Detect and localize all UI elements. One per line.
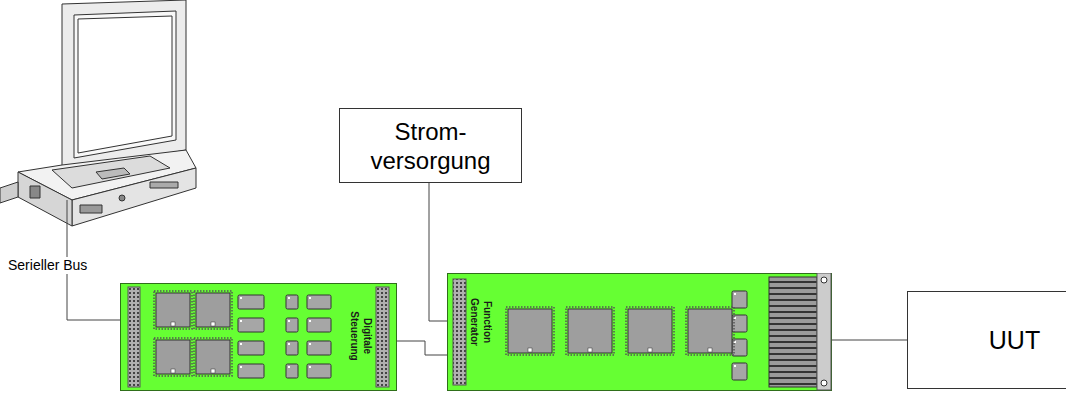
chip-notch (171, 369, 175, 373)
chip-notch (211, 322, 215, 326)
pin-header (128, 287, 140, 387)
panel-screw (821, 380, 827, 386)
small-chip (238, 364, 264, 378)
chip-pins (506, 307, 554, 355)
plcc-chip (628, 309, 672, 353)
box-label: UUT (945, 325, 1040, 355)
bus-label: Serieller Bus (6, 257, 89, 274)
small-chip (307, 341, 331, 355)
chip-notch (648, 348, 652, 352)
uut-box: UUT (907, 291, 1066, 389)
chip-pins (566, 307, 614, 355)
function-generator-board: Function Generator (447, 273, 832, 391)
plcc-chip (688, 309, 732, 353)
board-label: Function Generator (468, 289, 494, 355)
wire-connector (397, 341, 447, 355)
small-chip (732, 363, 747, 380)
chip-pins (194, 291, 232, 329)
wire-connector (832, 340, 907, 341)
box-label: Strom- versorgung (348, 117, 513, 175)
small-chip (286, 364, 298, 378)
power-supply-box: Strom- versorgung (339, 108, 522, 183)
small-chip (307, 318, 331, 332)
small-chip (286, 341, 298, 355)
chip-mark (734, 365, 736, 367)
chip-notch (588, 348, 592, 352)
chip-pins (686, 307, 734, 355)
chip-mark (288, 366, 290, 368)
chip-mark (309, 297, 311, 299)
chip-mark (240, 366, 242, 368)
chip-notch (528, 348, 532, 352)
edge-connector (769, 277, 817, 387)
wire-connector (429, 183, 447, 321)
chip-mark (309, 343, 311, 345)
small-chip (286, 295, 298, 309)
small-chip (238, 341, 264, 355)
small-chip (307, 295, 331, 309)
board-label: Digitale Steuerung (348, 303, 374, 369)
plcc-chip (508, 309, 552, 353)
chip-mark (309, 320, 311, 322)
chip-mark (288, 320, 290, 322)
chip-mark (288, 297, 290, 299)
front-panel (817, 273, 831, 390)
chip-mark (240, 320, 242, 322)
pin-header (376, 287, 389, 387)
panel-screw (821, 277, 827, 283)
small-chip (732, 291, 747, 308)
chip-mark (734, 293, 736, 295)
plcc-chip (196, 293, 230, 327)
chip-mark (288, 343, 290, 345)
board-art (447, 273, 832, 391)
small-chip (238, 318, 264, 332)
chip-pins (626, 307, 674, 355)
small-chip (238, 295, 264, 309)
chip-mark (309, 366, 311, 368)
small-chip (286, 318, 298, 332)
chip-pins (154, 291, 192, 329)
pin-header (453, 279, 466, 385)
plcc-chip (156, 293, 190, 327)
chip-notch (171, 322, 175, 326)
chip-notch (708, 348, 712, 352)
laptop (0, 0, 196, 226)
chip-notch (211, 369, 215, 373)
plcc-chip (568, 309, 612, 353)
chip-mark (240, 343, 242, 345)
chip-mark (240, 297, 242, 299)
chip-pins (194, 338, 232, 376)
small-chip (307, 364, 331, 378)
plcc-chip (156, 340, 190, 374)
chip-pins (154, 338, 192, 376)
plcc-chip (196, 340, 230, 374)
control-board: Digitale Steuerung (120, 283, 397, 391)
